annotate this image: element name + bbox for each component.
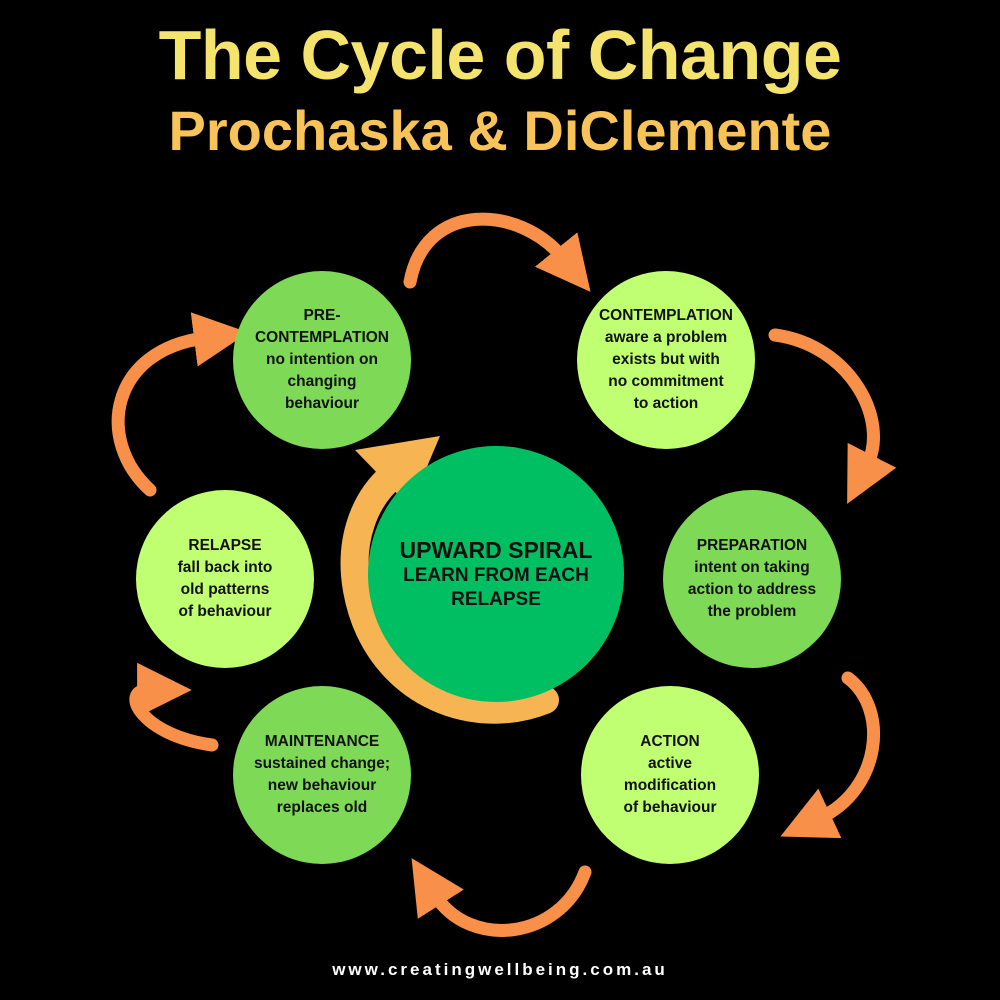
center-circle: UPWARD SPIRAL LEARN FROM EACH RELAPSE	[368, 446, 624, 702]
center-subtitle: LEARN FROM EACH RELAPSE	[403, 565, 589, 610]
arrow-relapse-to-pre-icon	[111, 312, 249, 497]
stage-name: CONTEMPLATION	[598, 307, 734, 324]
stage-preparation: PREPARATION intent on taking action to a…	[663, 490, 841, 668]
arrow-preparation-to-action-icon	[780, 671, 881, 839]
stage-precontemplation: PRE- CONTEMPLATION no intention on chang…	[233, 271, 411, 449]
stage-name: ACTION	[640, 733, 700, 750]
stage-description: intent on taking action to address the p…	[687, 559, 817, 620]
center-title: UPWARD SPIRAL	[399, 537, 593, 563]
stage-name: RELAPSE	[188, 537, 262, 554]
arrow-maintenance-to-relapse-icon	[129, 662, 219, 752]
upward-spiral-icon	[340, 436, 559, 724]
stage-maintenance: MAINTENANCE sustained change; new behavi…	[233, 686, 411, 864]
page-subtitle: Prochaska & DiClemente	[168, 99, 832, 162]
page-title: The Cycle of Change	[158, 16, 842, 94]
stage-name: MAINTENANCE	[264, 733, 380, 750]
arrow-pre-to-contemplation-icon	[403, 212, 591, 292]
stage-name: PREPARATION	[696, 537, 808, 554]
stage-description: sustained change; new behaviour replaces…	[253, 755, 391, 816]
stage-description: active modification of behaviour	[623, 755, 717, 816]
stage-description: fall back into old patterns of behaviour	[177, 559, 273, 620]
stage-description: no intention on changing behaviour	[266, 351, 378, 412]
stage-contemplation: CONTEMPLATION aware a problem exists but…	[577, 271, 755, 449]
stage-action: ACTION active modification of behaviour	[581, 686, 759, 864]
footer-url: www.creatingwellbeing.com.au	[332, 960, 668, 979]
arrow-action-to-maintenance-icon	[411, 858, 592, 937]
stage-name: PRE- CONTEMPLATION	[254, 307, 390, 346]
stage-description: aware a problem exists but with no commi…	[604, 329, 728, 412]
arrow-contemplation-to-preparation-icon	[768, 328, 897, 504]
stage-relapse: RELAPSE fall back into old patterns of b…	[136, 490, 314, 668]
